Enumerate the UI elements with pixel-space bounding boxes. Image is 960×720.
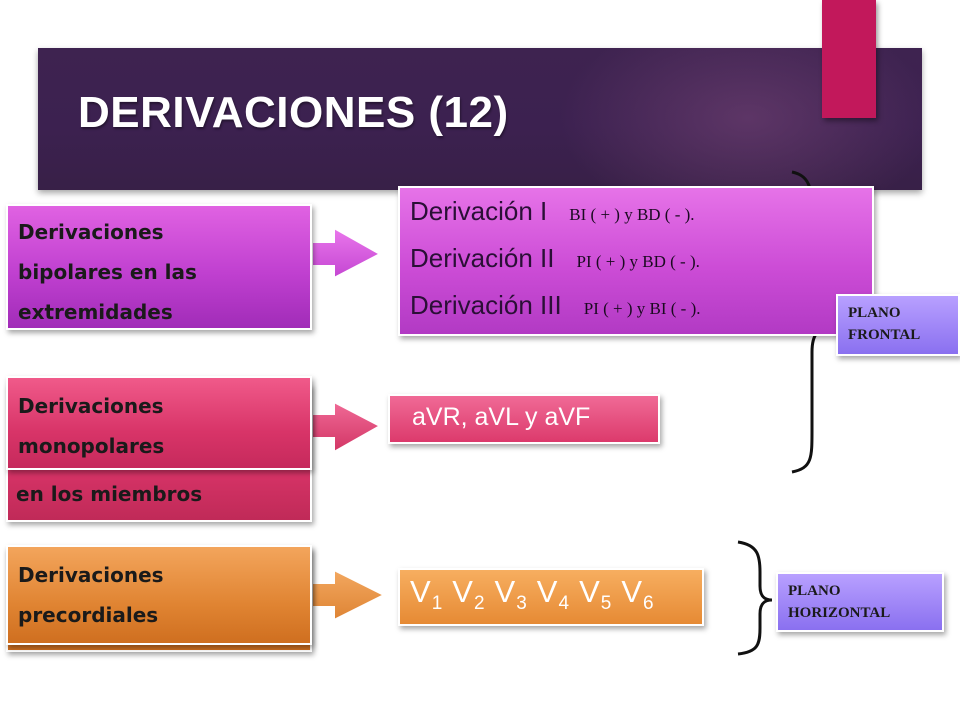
brace-horizontal — [737, 540, 773, 656]
lead-letter: V — [621, 574, 643, 609]
lead-letter: V — [410, 574, 431, 609]
arrow-precordial — [311, 568, 387, 622]
precordial-lead: V6 — [621, 574, 653, 614]
precordial-lead: V1 — [410, 574, 442, 614]
lead-letter: V — [579, 574, 600, 609]
plane-frontal-tag: PLANO FRONTAL — [836, 294, 960, 356]
plane-tag-line: FRONTAL — [848, 327, 921, 343]
precordial-leads-box: V1 V2 V3 V4 V5 V6 — [398, 568, 704, 626]
lead-row: Derivación III PI ( + ) y BI ( - ). — [410, 290, 872, 337]
lead-name: Derivación I — [410, 196, 548, 226]
lead-row: Derivación I BI ( + ) y BD ( - ). — [410, 196, 872, 243]
monopolar-leads-box: aVR, aVL y aVF — [388, 394, 660, 444]
lead-row: Derivación II PI ( + ) y BD ( - ). — [410, 243, 872, 290]
group-bipolar-label: Derivaciones bipolares en las extremidad… — [6, 204, 312, 330]
lead-name: Derivación II — [410, 243, 555, 273]
lead-subscript: 5 — [600, 593, 612, 614]
lead-letter: V — [452, 574, 473, 609]
lead-description: PI ( + ) y BD ( - ). — [576, 252, 700, 271]
group-label-line: extremidades — [18, 300, 173, 324]
group-label-line: monopolares — [18, 434, 165, 458]
group-label-line: en los miembros — [16, 482, 203, 506]
lead-subscript: 1 — [431, 593, 443, 614]
arrow-monopolar — [311, 400, 383, 454]
group-label-line: Derivaciones — [18, 563, 164, 587]
plane-tag-line: HORIZONTAL — [788, 605, 891, 621]
precordial-lead: V5 — [579, 574, 611, 614]
group-label-line: bipolares en las — [18, 260, 197, 284]
group-label-line: Derivaciones — [18, 220, 164, 244]
lead-letter: V — [536, 574, 558, 609]
precordial-lead: V3 — [494, 574, 527, 614]
lead-subscript: 6 — [643, 593, 654, 614]
monopolar-leads-text: aVR, aVL y aVF — [412, 403, 591, 431]
arrow-bipolar — [311, 226, 383, 280]
lead-description: PI ( + ) y BI ( - ). — [583, 299, 701, 318]
lead-subscript: 2 — [473, 593, 485, 614]
plane-horizontal-tag: PLANO HORIZONTAL — [776, 572, 944, 632]
lead-description: BI ( + ) y BD ( - ). — [569, 205, 695, 224]
lead-subscript: 4 — [558, 593, 570, 614]
plane-tag-line: PLANO — [788, 583, 841, 599]
precordial-lead: V4 — [536, 574, 569, 614]
lead-name: Derivación III — [410, 290, 562, 320]
plane-tag-line: PLANO — [848, 305, 901, 321]
group-label-line: precordiales — [18, 603, 159, 627]
group-precordial-label: Derivaciones precordiales — [6, 545, 312, 645]
bookmark-ribbon — [822, 0, 876, 118]
precordial-leads-row: V1 V2 V3 V4 V5 V6 — [410, 574, 702, 614]
group-label-line: Derivaciones — [18, 394, 164, 418]
bipolar-leads-box: Derivación I BI ( + ) y BD ( - ). Deriva… — [398, 186, 874, 336]
slide-title: DERIVACIONES (12) — [78, 88, 509, 137]
precordial-lead: V2 — [452, 574, 484, 614]
group-monopolar-label: Derivaciones monopolares — [6, 376, 312, 470]
lead-subscript: 3 — [516, 593, 527, 614]
lead-letter: V — [494, 574, 516, 609]
